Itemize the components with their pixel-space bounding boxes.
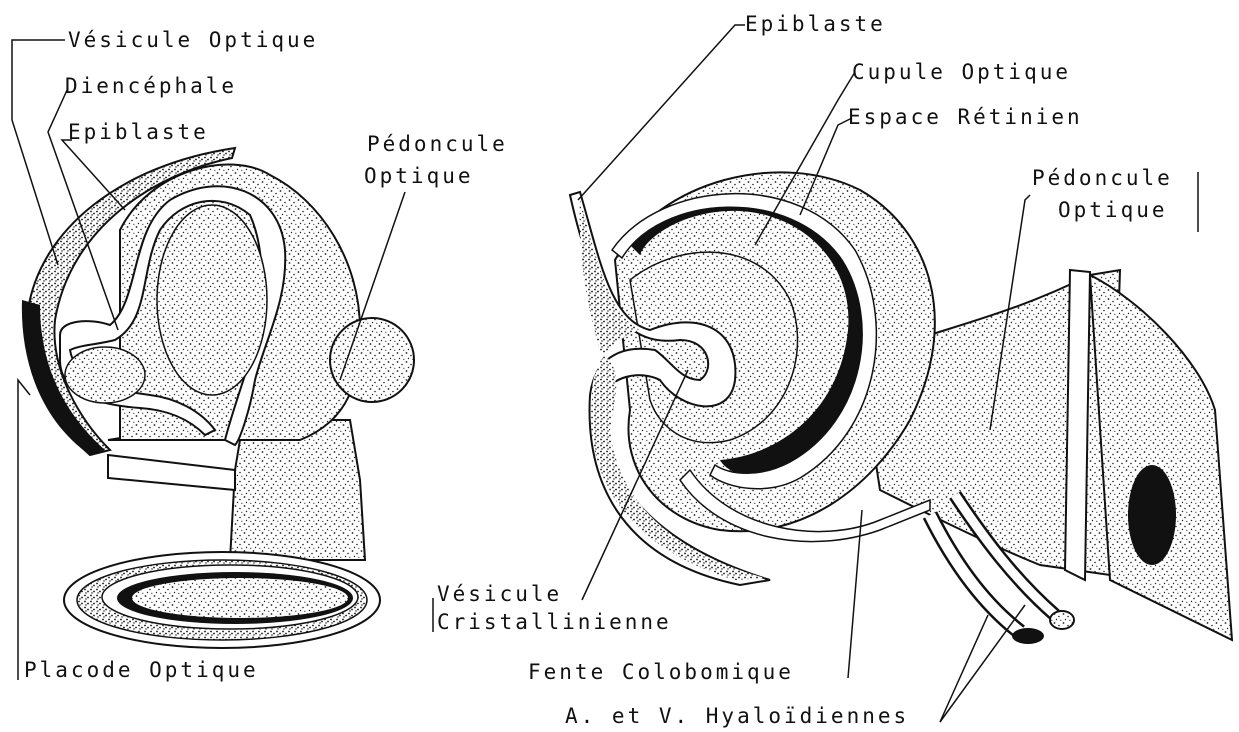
label-vesicule-optique: Vésicule Optique — [68, 30, 318, 51]
label-diencephale: Diencéphale — [65, 76, 237, 97]
label-pedoncule-left-2: Optique — [364, 166, 474, 187]
hyaloid-artery-end — [1050, 611, 1074, 629]
label-vesicule-cristallinienne-2: Cristallinienne — [437, 612, 672, 633]
label-cupule-optique: Cupule Optique — [852, 62, 1071, 83]
label-pedoncule-right-2: Optique — [1058, 200, 1168, 221]
label-vesicule-cristallinienne-1: Vésicule — [437, 584, 562, 605]
label-espace-retinien: Espace Rétinien — [848, 107, 1083, 128]
label-epiblaste-left: Epiblaste — [68, 122, 209, 143]
lower-lobe — [65, 347, 145, 403]
floor-slab — [108, 455, 235, 490]
optic-stalk-knob — [330, 318, 414, 402]
label-epiblaste-right: Epiblaste — [745, 14, 886, 35]
stalk-section-edge — [1065, 270, 1090, 580]
stalk-lumen — [1128, 465, 1176, 565]
stalk-cross-section — [1090, 275, 1232, 640]
label-fente-colobomique: Fente Colobomique — [528, 662, 794, 683]
label-hyaloidiennes: A. et V. Hyaloïdiennes — [565, 706, 909, 727]
tube-opening-floor — [132, 578, 348, 618]
label-placode-optique: Placode Optique — [24, 660, 259, 681]
label-pedoncule-left-1: Pédoncule — [367, 134, 508, 155]
label-pedoncule-right-1: Pédoncule — [1032, 168, 1173, 189]
right-optic-cup-drawing — [570, 172, 1232, 644]
inner-vesicle-lobe — [157, 205, 267, 395]
hyaloid-vein-end — [1012, 628, 1044, 644]
